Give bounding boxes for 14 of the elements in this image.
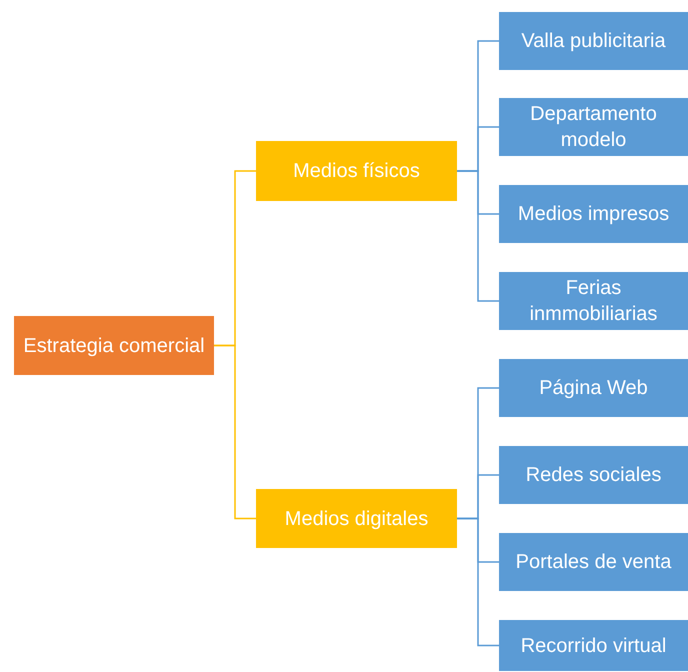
- category-box: Departamento modelo: [499, 98, 688, 156]
- category-box: Estrategia comercial: [14, 316, 214, 375]
- connector-line: [457, 518, 499, 646]
- category-box: Redes sociales: [499, 446, 688, 504]
- connector-line: [214, 344, 256, 520]
- category-box: Página Web: [499, 359, 688, 417]
- category-box: Valla publicitaria: [499, 12, 688, 70]
- category-box: Medios físicos: [256, 141, 457, 201]
- category-box: Ferias inmmobiliarias: [499, 272, 688, 330]
- category-box: Medios impresos: [499, 185, 688, 243]
- connector-line: [457, 170, 499, 302]
- category-box: Medios digitales: [256, 489, 457, 548]
- category-box: Recorrido virtual: [499, 620, 688, 671]
- category-box: Portales de venta: [499, 533, 688, 591]
